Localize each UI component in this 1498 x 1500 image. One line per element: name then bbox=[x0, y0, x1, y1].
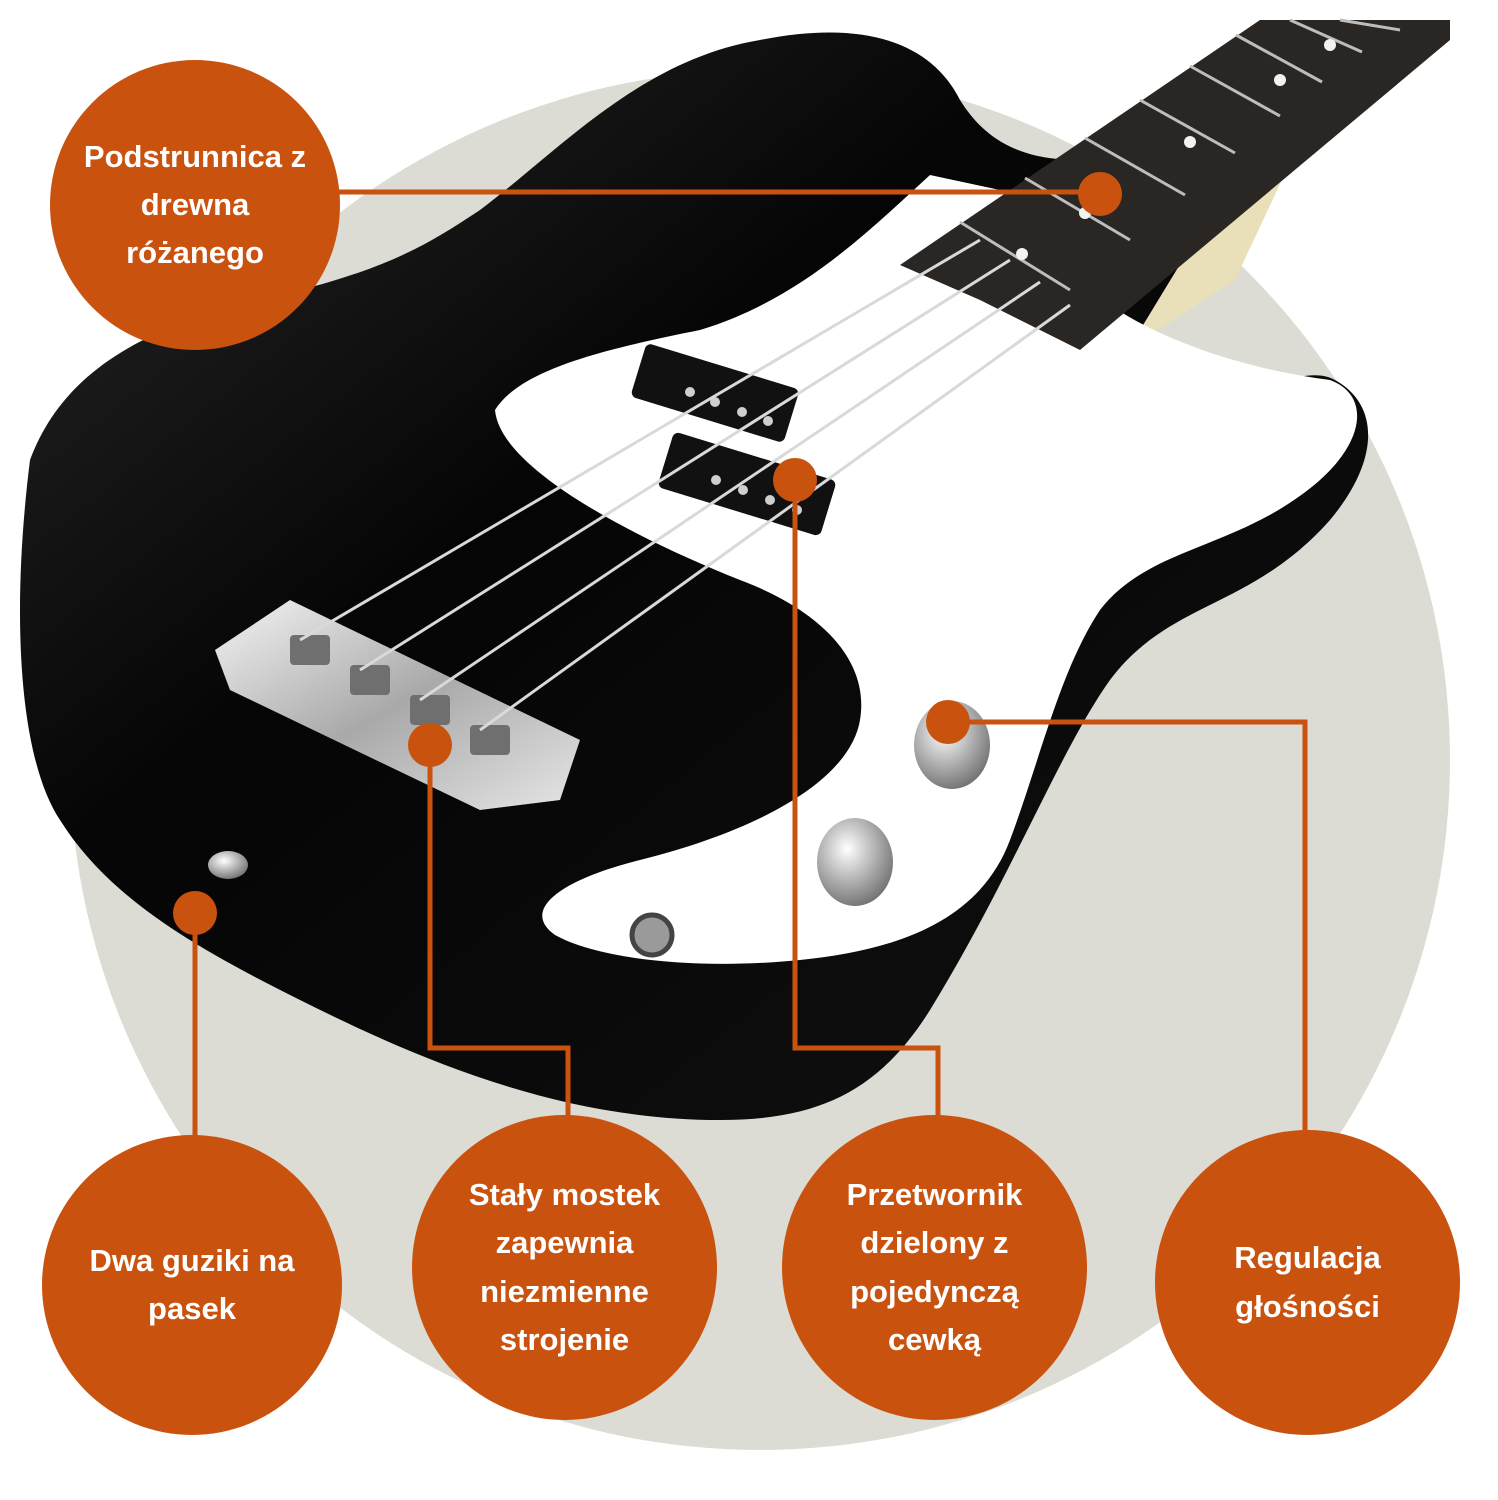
strap-button bbox=[208, 851, 248, 879]
callout-pickup-text: Przetwornik dzielony z pojedynczą cewką bbox=[846, 1177, 1023, 1357]
strings bbox=[299, 238, 1071, 732]
callout-volume: Regulacja głośności bbox=[1155, 1130, 1460, 1435]
frets bbox=[959, 18, 1401, 292]
callout-lines bbox=[192, 189, 1308, 1165]
output-jack bbox=[629, 912, 675, 958]
callout-strap-buttons-text: Dwa guziki na pasek bbox=[89, 1242, 295, 1326]
callout-volume-text: Regulacja głośności bbox=[1234, 1240, 1381, 1324]
split-pickup bbox=[631, 344, 836, 536]
callout-bridge-text: Stały mostek zapewnia niezmienne strojen… bbox=[468, 1177, 661, 1357]
callout-fretboard: Podstrunnica z drewna różanego bbox=[50, 60, 340, 350]
callout-fretboard-text: Podstrunnica z drewna różanego bbox=[83, 138, 307, 271]
fretboard bbox=[900, 20, 1450, 350]
callout-dots bbox=[173, 172, 1122, 935]
tone-knob bbox=[817, 818, 893, 906]
callout-bridge: Stały mostek zapewnia niezmienne strojen… bbox=[412, 1115, 717, 1420]
bridge bbox=[215, 600, 580, 810]
callout-strap-buttons: Dwa guziki na pasek bbox=[42, 1135, 342, 1435]
callout-pickup: Przetwornik dzielony z pojedynczą cewką bbox=[782, 1115, 1087, 1420]
